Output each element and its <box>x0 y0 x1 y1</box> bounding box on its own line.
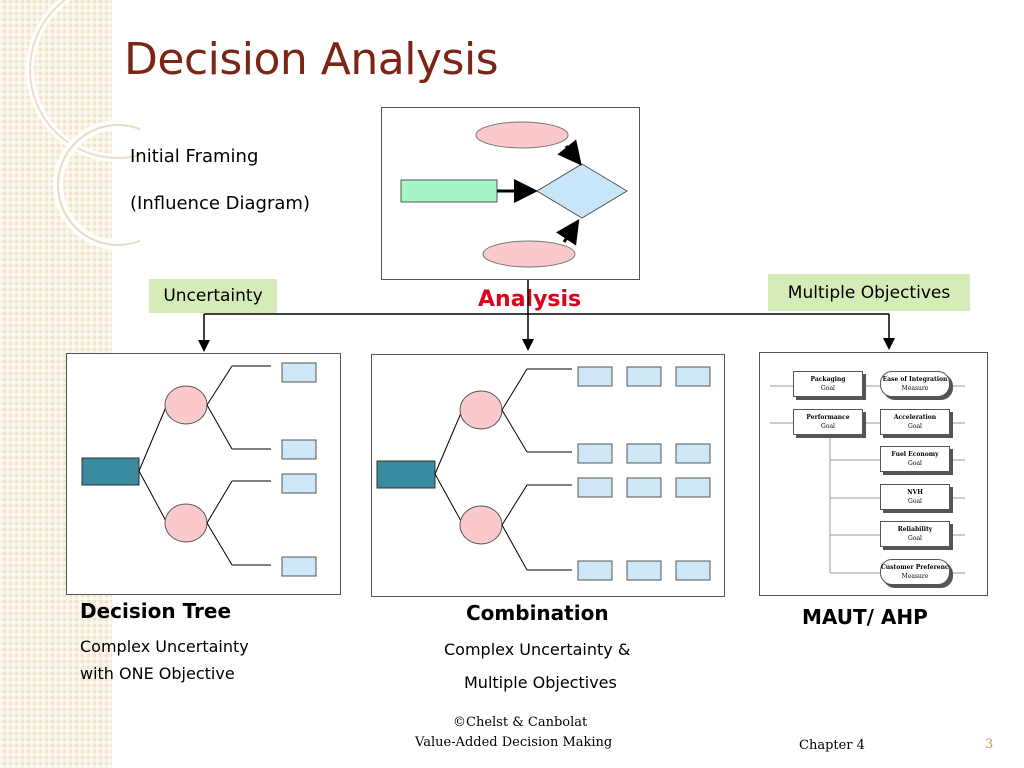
outcome-box <box>281 362 317 383</box>
influence-diagram <box>400 121 628 268</box>
chance-node <box>164 503 208 543</box>
framing-text-line1: Initial Framing <box>130 146 259 167</box>
decision-tree-title: Decision Tree <box>80 599 232 623</box>
maut-title: MAUT/ AHP <box>802 605 928 629</box>
analysis-label: Analysis <box>478 287 582 312</box>
multiple-objectives-label: Multiple Objectives <box>768 274 970 311</box>
decision-tree-panel <box>66 353 341 595</box>
uncertainty-label: Uncertainty <box>149 279 277 313</box>
combination-sub2: Multiple Objectives <box>464 673 617 692</box>
chance-node <box>164 385 208 425</box>
chance-node <box>459 390 503 430</box>
chance-node <box>459 505 503 545</box>
decision-rect <box>376 460 436 489</box>
outcome-box <box>281 556 317 577</box>
footer-chapter: Chapter 4 <box>799 738 865 753</box>
decision-tree-diagram <box>81 362 317 577</box>
combination-title: Combination <box>466 601 609 625</box>
decision-tree-sub1: Complex Uncertainty <box>80 637 249 656</box>
framing-text-line2: (Influence Diagram) <box>130 193 310 214</box>
arrow-top-to-decision <box>557 139 582 166</box>
decision-tree-sub2: with ONE Objective <box>80 664 235 683</box>
arrow-bottom-to-decision <box>556 219 580 246</box>
page-number: 3 <box>985 737 994 752</box>
outcome-grid <box>577 366 711 581</box>
combination-sub1: Complex Uncertainty & <box>444 640 631 659</box>
outcome-box <box>281 473 317 494</box>
influence-diagram-panel <box>381 107 640 280</box>
chance-node-top <box>475 121 569 149</box>
combination-panel <box>371 354 725 597</box>
combination-diagram <box>376 366 711 581</box>
decorative-rings <box>26 0 140 250</box>
chance-node-bottom <box>482 240 576 268</box>
decision-node <box>536 163 628 219</box>
outcome-box <box>281 439 317 460</box>
footer-copyright: ©Chelst & Canbolat <box>453 715 588 730</box>
footer-book: Value-Added Decision Making <box>415 735 613 750</box>
decision-rect <box>81 457 140 486</box>
maut-hierarchy-lines <box>770 385 965 574</box>
slide-title: Decision Analysis <box>124 34 499 85</box>
